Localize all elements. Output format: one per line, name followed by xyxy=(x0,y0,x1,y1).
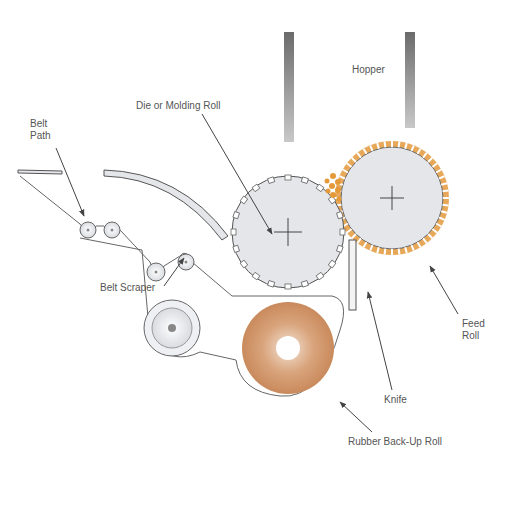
die-cavity xyxy=(285,175,291,180)
die-cavity xyxy=(240,260,248,268)
part-label: Die or Molding Roll xyxy=(136,100,220,112)
feed-pocket xyxy=(376,143,379,149)
feed-pocket xyxy=(441,182,447,185)
feed-pocket xyxy=(369,245,373,251)
feed-pocket xyxy=(363,148,368,154)
die-cavity xyxy=(268,281,275,288)
hopper-wall xyxy=(405,32,415,128)
die-cavity xyxy=(231,229,236,235)
feed-pocket xyxy=(357,238,362,244)
die-cavity xyxy=(337,212,344,219)
feed-roll xyxy=(335,141,449,255)
feed-pocket xyxy=(442,190,448,193)
feed-pocket xyxy=(376,247,379,253)
die-cavity xyxy=(316,184,324,192)
feed-pocket xyxy=(441,210,447,213)
rubber-back-up-roll xyxy=(242,302,334,394)
die-cavity xyxy=(301,177,308,184)
part-label: Rubber Back-Up Roll xyxy=(348,436,442,448)
part-label: Hopper xyxy=(352,64,385,76)
die-cavity xyxy=(301,281,308,288)
leader-lines xyxy=(56,114,458,432)
hopper-wall xyxy=(284,32,294,142)
feed-pocket xyxy=(439,175,445,179)
feed-pocket xyxy=(443,197,449,199)
die-cavity xyxy=(340,229,345,235)
feed-pocket xyxy=(339,175,345,179)
feed-pocket xyxy=(398,248,401,254)
die-cavity xyxy=(328,260,336,268)
die-cavity xyxy=(252,272,260,280)
feed-pocket xyxy=(346,228,352,233)
feed-pocket xyxy=(436,169,442,174)
feed-pocket xyxy=(363,242,368,248)
feed-pocket xyxy=(398,141,401,147)
feed-pocket xyxy=(442,204,448,207)
die-cavity xyxy=(316,272,324,280)
die-cavity xyxy=(233,245,240,252)
feed-pocket xyxy=(369,145,373,151)
part-label: Knife xyxy=(384,394,407,406)
die-cavity xyxy=(233,212,240,219)
feed-pocket xyxy=(411,245,415,251)
part-label: Belt Scraper xyxy=(100,282,155,294)
feed-pocket xyxy=(391,141,393,147)
part-label: Feed Roll xyxy=(462,318,496,342)
feed-pocket xyxy=(391,249,393,255)
belt-rollers xyxy=(80,222,200,356)
feed-pocket xyxy=(411,145,415,151)
feed-pocket xyxy=(346,163,352,168)
feed-pocket xyxy=(357,152,362,158)
die-cavity xyxy=(268,177,275,184)
feed-pocket xyxy=(427,233,433,239)
feed-pocket xyxy=(384,248,387,254)
feed-pocket xyxy=(422,238,427,244)
feed-pocket xyxy=(432,163,438,168)
feed-pocket xyxy=(422,152,427,158)
die-cavity xyxy=(337,245,344,252)
feed-pocket xyxy=(432,228,438,233)
die-cavity xyxy=(285,284,291,289)
feed-pocket xyxy=(404,247,407,253)
feed-pocket xyxy=(436,223,442,228)
feed-pocket xyxy=(417,148,422,154)
feed-pocket xyxy=(351,233,357,239)
belt-plate xyxy=(18,170,62,174)
feed-pocket xyxy=(384,141,387,147)
granules xyxy=(325,173,342,202)
die-cavity xyxy=(240,196,248,204)
belt-guide xyxy=(104,170,228,240)
part-label: Belt Path xyxy=(30,118,60,142)
die-cavity xyxy=(252,184,260,192)
feed-pocket xyxy=(417,242,422,248)
feed-pocket xyxy=(404,143,407,149)
knife-blade xyxy=(349,240,356,310)
feed-pocket xyxy=(351,157,357,163)
feed-pocket xyxy=(342,169,348,174)
feed-pocket xyxy=(427,157,433,163)
belt xyxy=(20,176,344,396)
feed-pocket xyxy=(439,217,445,221)
